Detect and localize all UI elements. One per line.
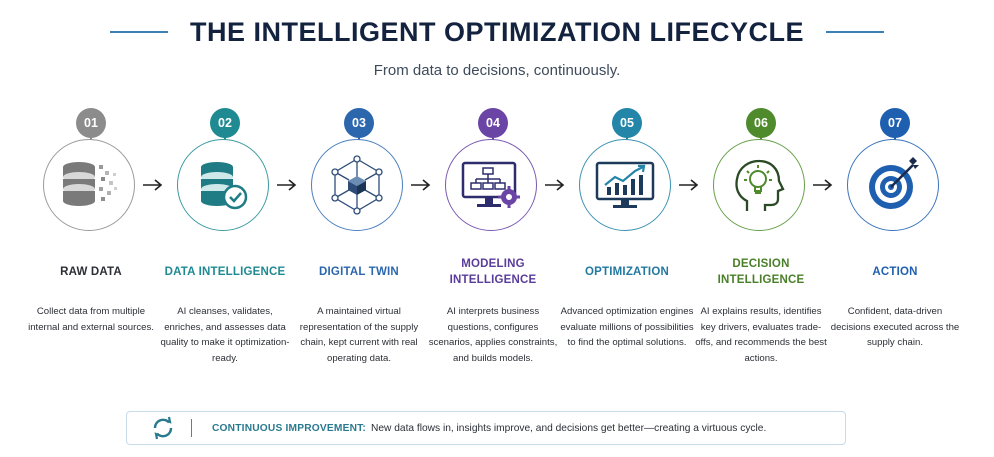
step-number-badge: 05 bbox=[612, 108, 642, 138]
step-icon-ring bbox=[579, 139, 671, 231]
monitor-chart-icon bbox=[595, 161, 655, 208]
step-description: Advanced optimization engines evaluate m… bbox=[560, 306, 694, 348]
step-description: AI interprets business questions, config… bbox=[428, 306, 558, 364]
step-description: A maintained virtual representation of t… bbox=[299, 306, 419, 364]
step-title: RAW DATA bbox=[60, 266, 122, 278]
continuous-improvement-banner: CONTINUOUS IMPROVEMENT: New data flows i… bbox=[126, 411, 846, 445]
arrow-icon bbox=[276, 178, 298, 192]
step-number-badge: 04 bbox=[478, 108, 508, 138]
target-arrow-icon bbox=[869, 157, 919, 209]
step-number-badge: 01 bbox=[76, 108, 106, 138]
arrow-icon bbox=[142, 178, 164, 192]
step-title: MODELING INTELLIGENCE bbox=[449, 258, 537, 286]
page-subtitle: From data to decisions, continuously. bbox=[373, 62, 621, 79]
step-description: AI cleanses, validates, enriches, and as… bbox=[160, 306, 290, 364]
step-description: Confident, data-driven decisions execute… bbox=[830, 306, 960, 348]
badge-stem bbox=[760, 135, 762, 141]
database-icon bbox=[63, 162, 117, 206]
step-icon-ring bbox=[445, 139, 537, 231]
banner-label: CONTINUOUS IMPROVEMENT: bbox=[212, 422, 367, 434]
title-rule-right bbox=[825, 31, 884, 33]
badge-stem bbox=[626, 135, 628, 141]
arrow-icon bbox=[410, 178, 432, 192]
badge-stem bbox=[224, 135, 226, 141]
step-number-badge: 07 bbox=[880, 108, 910, 138]
step-number-badge: 02 bbox=[210, 108, 240, 138]
page-title: THE INTELLIGENT OPTIMIZATION LIFECYCLE bbox=[190, 16, 804, 47]
header: THE INTELLIGENT OPTIMIZATION LIFECYCLE bbox=[0, 14, 994, 50]
step-number-badge: 03 bbox=[344, 108, 374, 138]
banner-text: New data flows in, insights improve, and… bbox=[371, 422, 767, 434]
title-rule-left bbox=[110, 31, 168, 33]
step-description: AI explains results, identifies key driv… bbox=[695, 306, 827, 364]
step-title: DATA INTELLIGENCE bbox=[164, 266, 286, 278]
step-icon-ring bbox=[713, 139, 805, 231]
arrow-icon bbox=[678, 178, 700, 192]
database-check-icon bbox=[201, 162, 248, 210]
badge-stem bbox=[492, 135, 494, 141]
arrow-icon bbox=[544, 178, 566, 192]
step-title: ACTION bbox=[872, 266, 918, 278]
monitor-flowchart-icon bbox=[461, 161, 520, 208]
badge-stem bbox=[358, 135, 360, 141]
step-title: DECISION INTELLIGENCE bbox=[717, 258, 805, 286]
step-icon-ring bbox=[177, 139, 269, 231]
step-icon-ring bbox=[847, 139, 939, 231]
step-description: Collect data from multiple internal and … bbox=[28, 306, 154, 333]
cube-network-icon bbox=[331, 155, 383, 215]
arrow-icon bbox=[812, 178, 834, 192]
step-title: OPTIMIZATION bbox=[585, 266, 669, 278]
refresh-cycle-icon bbox=[149, 414, 177, 442]
step-title: DIGITAL TWIN bbox=[319, 266, 399, 278]
banner-divider bbox=[191, 419, 192, 437]
step-number-badge: 06 bbox=[746, 108, 776, 138]
head-lightbulb-icon bbox=[735, 159, 785, 211]
step-icon-ring bbox=[311, 139, 403, 231]
badge-stem bbox=[894, 135, 896, 141]
step-icon-ring bbox=[43, 139, 135, 231]
badge-stem bbox=[90, 135, 92, 141]
